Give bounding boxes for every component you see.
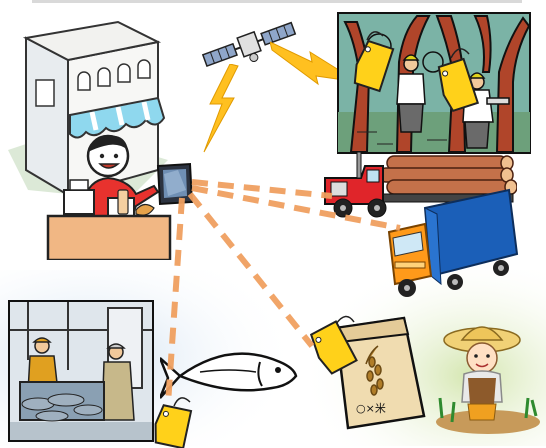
link-to-fish: [168, 198, 182, 404]
link-to-rice-bag: [190, 194, 312, 346]
link-to-log-truck: [192, 182, 332, 196]
